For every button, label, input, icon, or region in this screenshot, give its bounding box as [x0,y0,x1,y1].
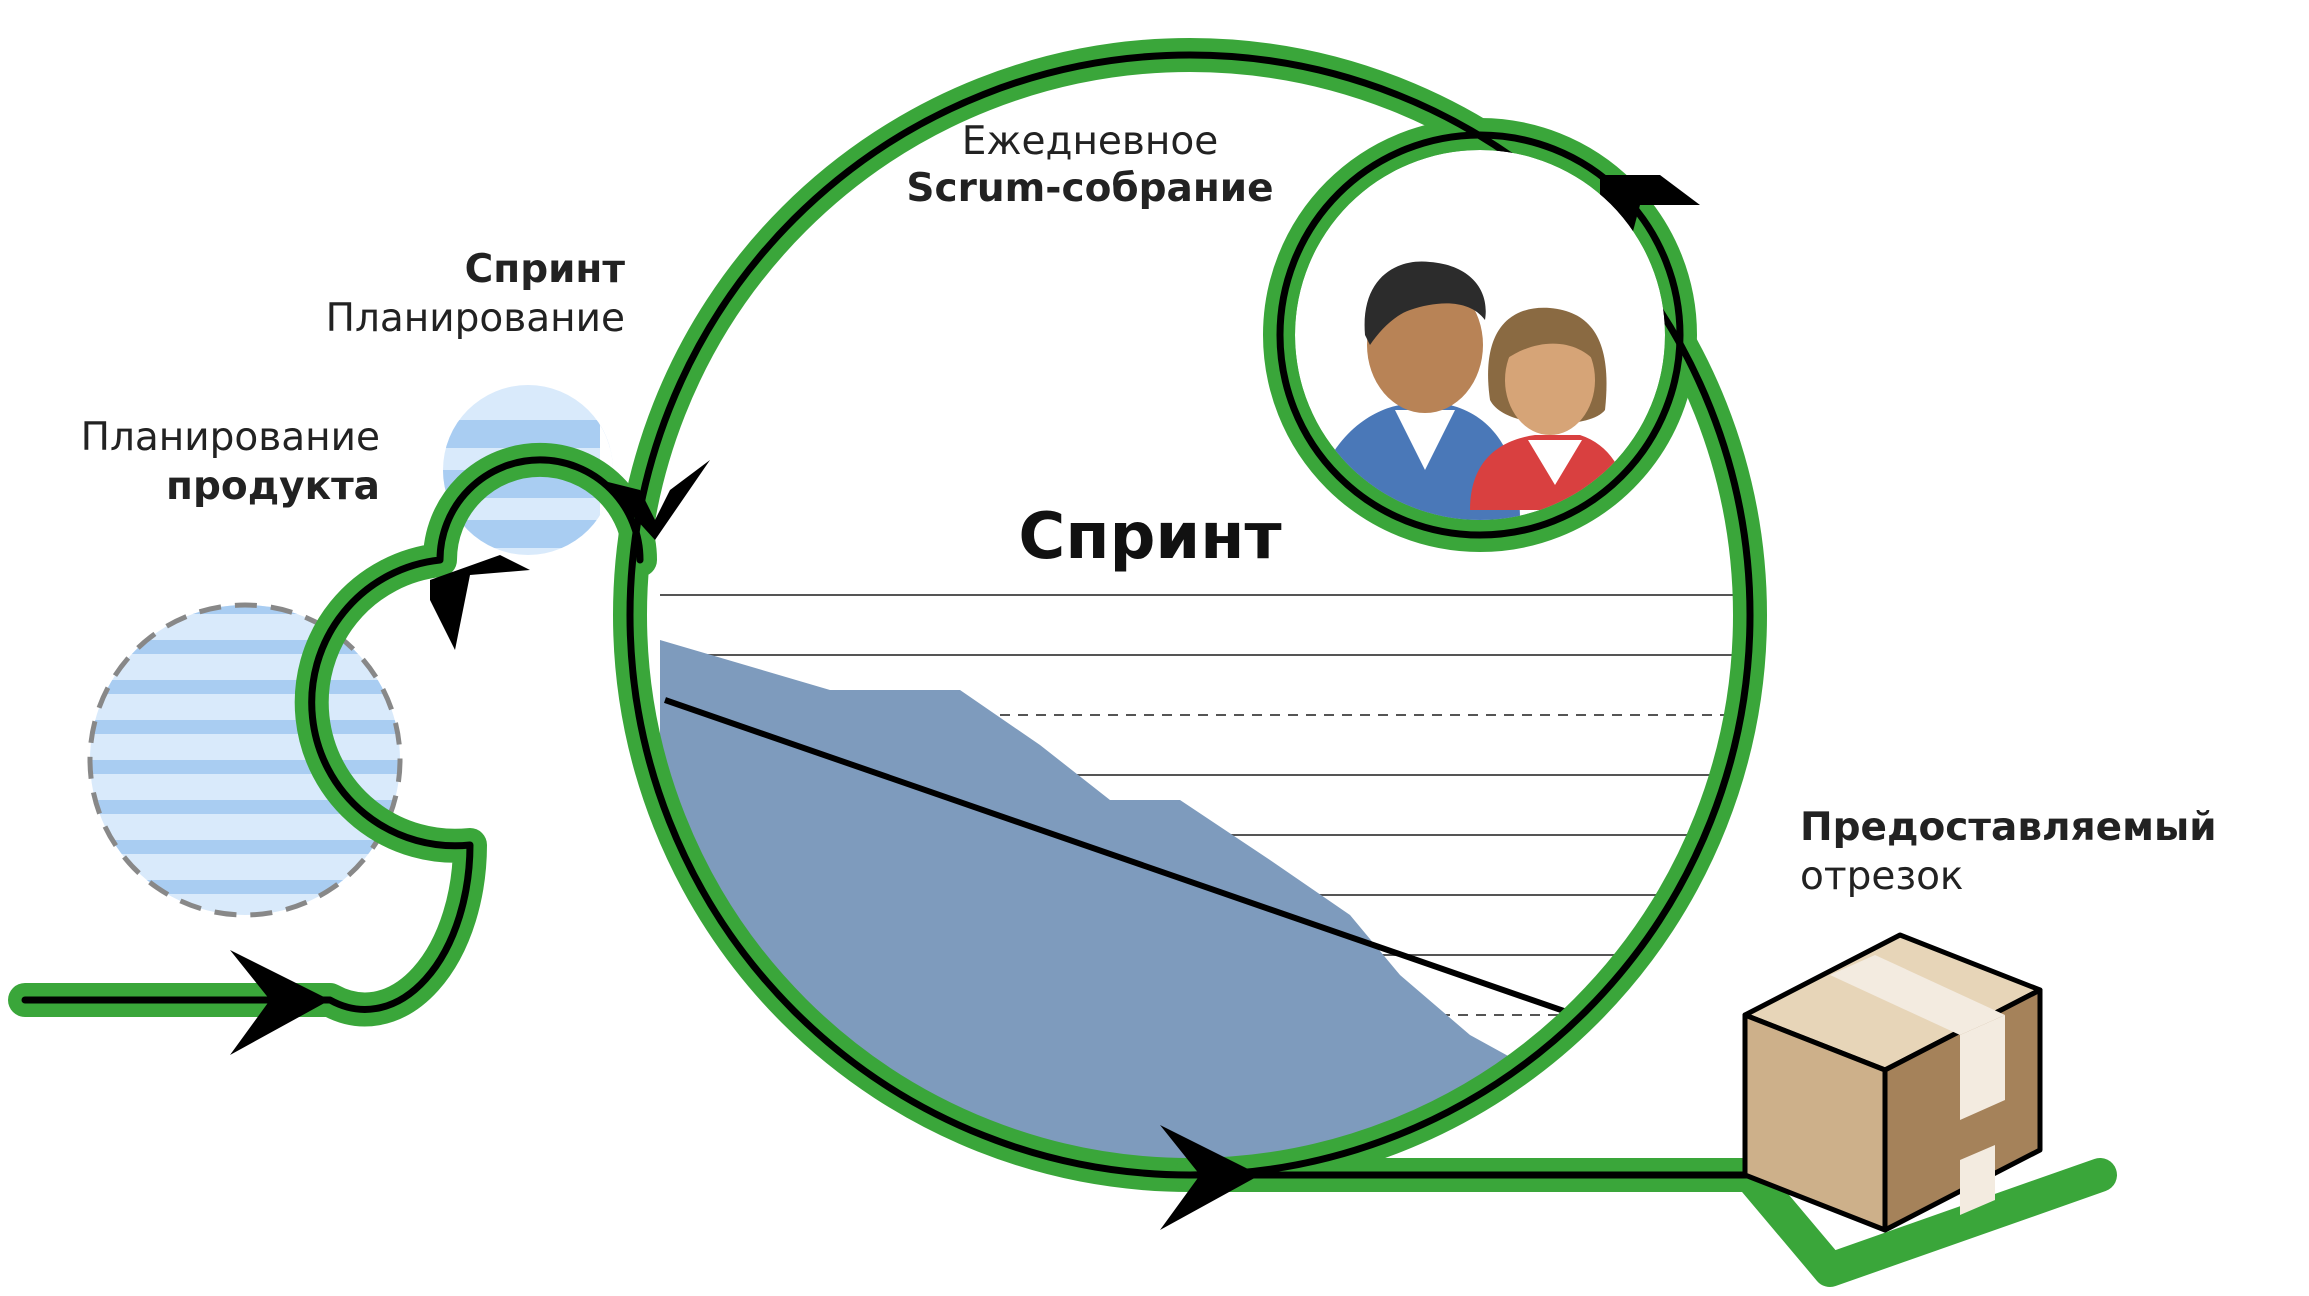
chevron-arrow-icon [1160,1125,1260,1230]
sprint-planning-line2: Планирование [325,296,625,341]
ideal-burndown-line [664,697,1591,1023]
process-track [8,38,2117,1287]
product-planning-line2: продукта [166,464,380,509]
deliverable-label: Предоставляемый отрезок [1800,808,2217,896]
chevron-arrow-icon [600,460,710,540]
package-box-icon [1742,932,2043,1233]
daily-scrum-line2: Scrum-собрание [906,166,1274,211]
sprint-burndown-chart [660,594,1735,1160]
sprint-planning-line1: Спринт [464,247,625,292]
two-people-icon [1295,150,1665,520]
product-planning-label: Планирование продукта [20,418,380,506]
daily-scrum-label: Ежедневное Scrum-собрание [860,122,1320,208]
chevron-arrow-icon [230,950,330,1055]
sprint-title: Спринт [1018,500,1282,574]
product-backlog [87,602,403,918]
chevron-arrow-icon [430,555,530,650]
deliverable-line1: Предоставляемый [1800,805,2217,850]
daily-scrum-line1: Ежедневное [961,119,1219,164]
product-planning-line1: Планирование [80,415,380,460]
burndown-area [660,640,1640,1160]
deliverable-line2: отрезок [1800,854,1964,899]
sprint-planning-label: Спринт Планирование [230,250,625,338]
